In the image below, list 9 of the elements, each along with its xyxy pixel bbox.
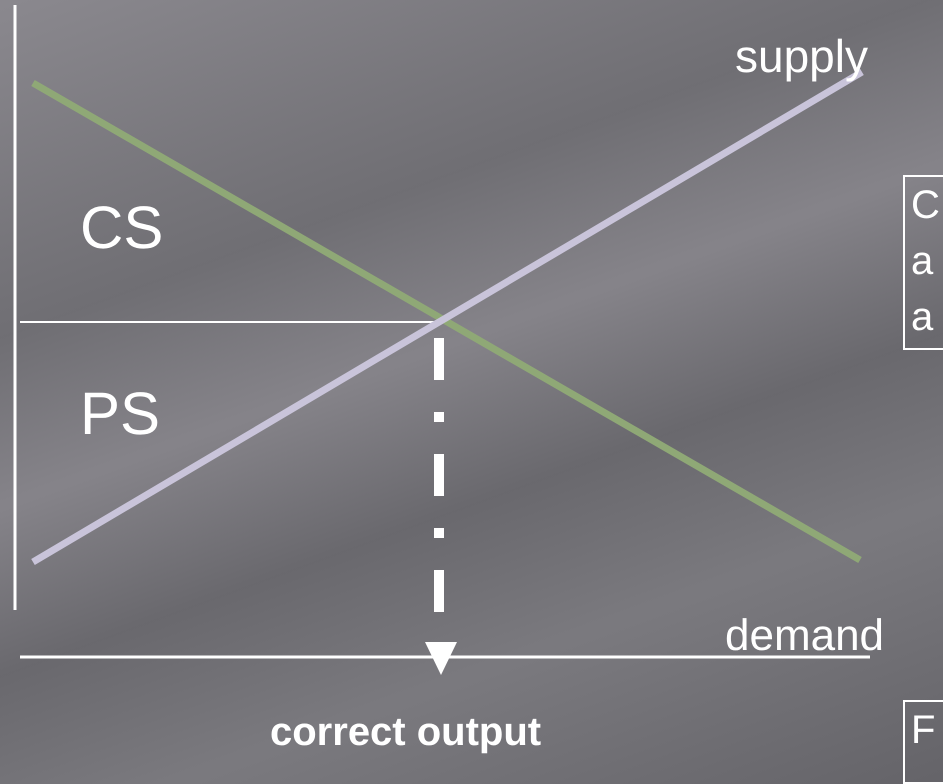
area-label: CS <box>80 198 164 258</box>
area-label: PS <box>80 384 160 444</box>
box-text: F <box>910 707 936 754</box>
text-box <box>903 175 943 350</box>
curve-label: demand <box>725 614 884 658</box>
box-text: C a a <box>910 182 941 341</box>
curve-label: supply <box>735 33 868 79</box>
text-box <box>903 700 943 784</box>
axis-label: correct output <box>270 712 542 752</box>
